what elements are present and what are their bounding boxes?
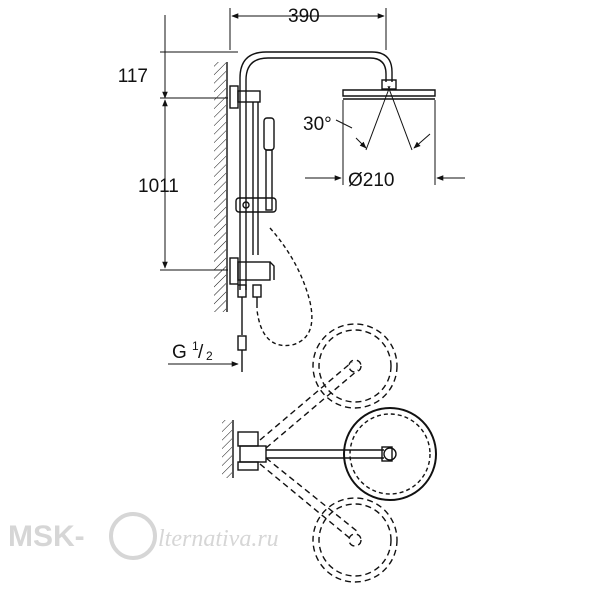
- dim-diameter-210: Ø210: [348, 170, 394, 191]
- watermark-brand: MSK-: [8, 520, 85, 553]
- hose: [256, 227, 313, 347]
- watermark-at-logo: [109, 512, 157, 560]
- dim-height-117: 117: [118, 66, 148, 87]
- slider: [235, 197, 277, 213]
- thread-slash: /: [198, 342, 204, 363]
- watermark: MSK- lternativa.ru: [8, 512, 279, 560]
- rain-shower-head: [342, 89, 436, 100]
- upper-wall-bracket: [229, 85, 261, 109]
- top-view: [222, 323, 437, 583]
- dim-width-390: 390: [288, 6, 320, 27]
- dimension-lines: [160, 8, 465, 367]
- thread-prefix: G: [172, 342, 187, 363]
- dim-angle-30: 30°: [303, 114, 332, 135]
- wall-hatch: [214, 62, 226, 312]
- top-shower-head: [343, 407, 437, 501]
- riser-pipe: [239, 92, 247, 290]
- top-wall-hatch: [222, 420, 232, 478]
- thread-g-label: G: [172, 342, 187, 363]
- shower-arm: [239, 51, 393, 92]
- watermark-script: lternativa.ru: [158, 526, 279, 552]
- side-view: [214, 51, 436, 372]
- thread-numerator: 1: [192, 339, 199, 353]
- inlet-fittings: [237, 284, 262, 372]
- top-mount: [237, 431, 267, 471]
- dimension-labels: 390 117 1011 30° Ø210 G 1 / 2: [118, 6, 395, 363]
- swivel-position-lower: [259, 457, 398, 583]
- hand-shower: [263, 117, 275, 211]
- slide-rail: [252, 102, 259, 255]
- dim-height-1011: 1011: [138, 176, 179, 197]
- thread-denominator: 2: [206, 349, 213, 363]
- diverter-bracket: [229, 257, 275, 285]
- swivel-position-upper: [259, 323, 398, 449]
